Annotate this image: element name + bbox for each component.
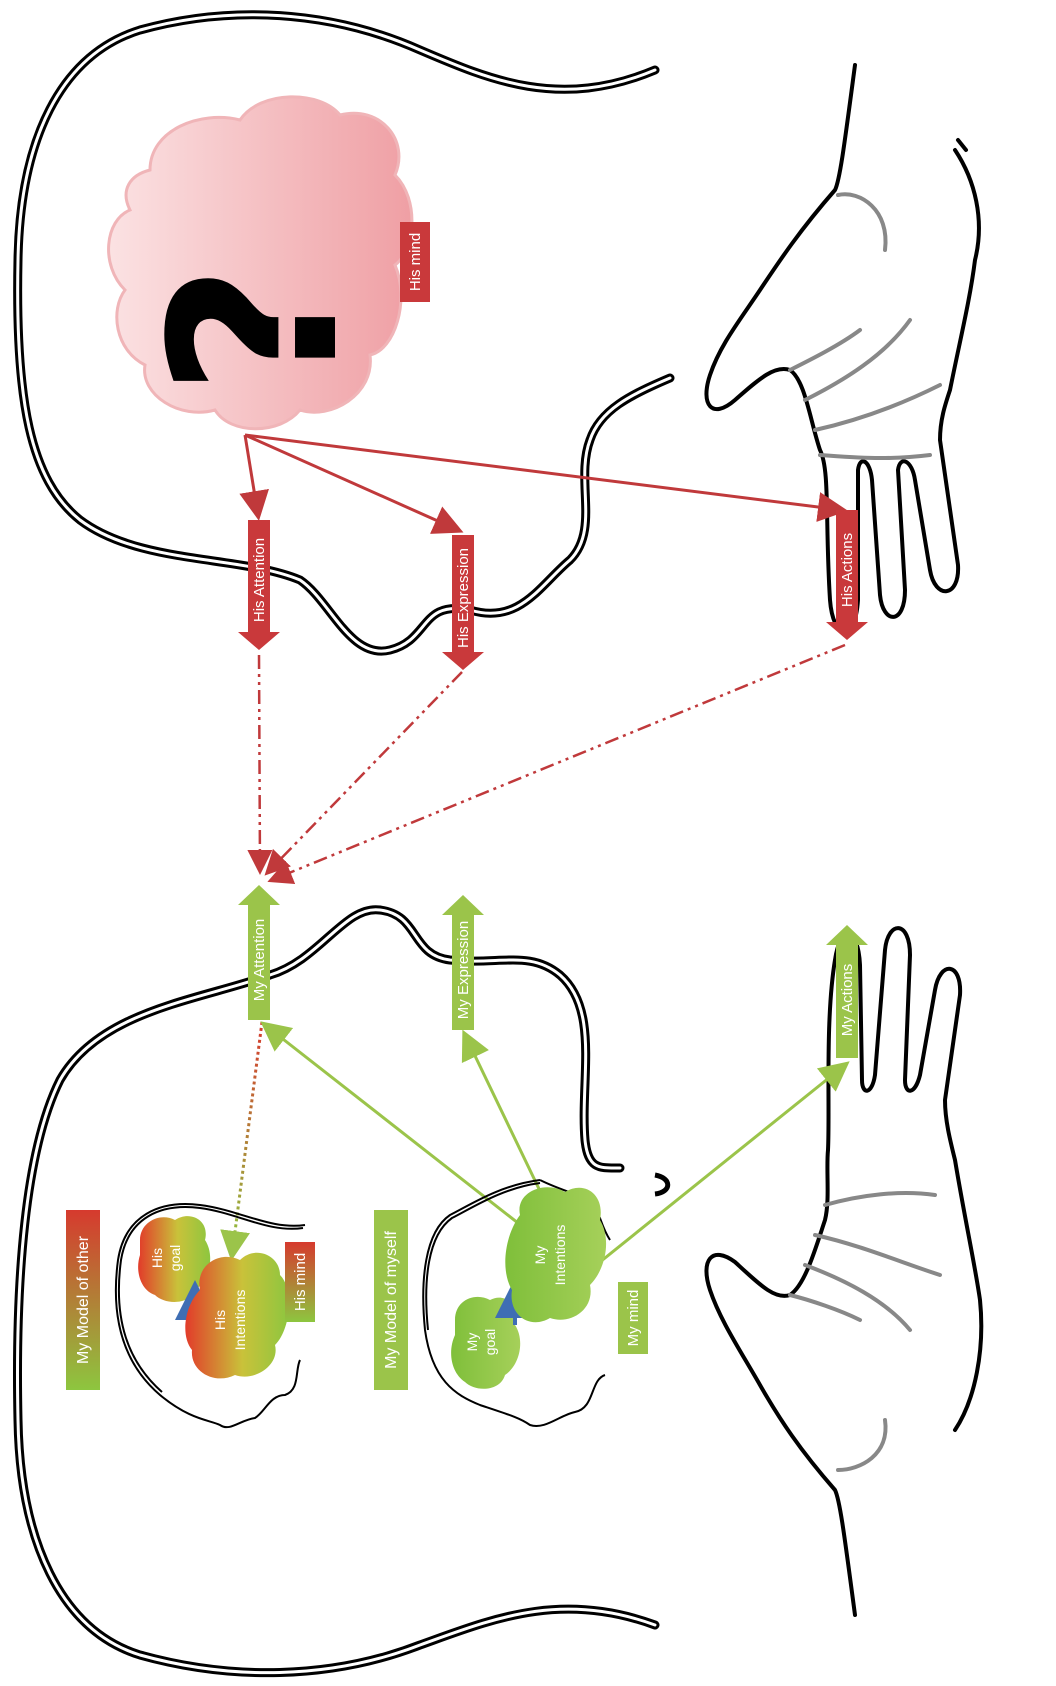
svg-text:Intentions: Intentions [232,1290,248,1351]
svg-text:My Actions: My Actions [839,964,856,1037]
model-of-other-title: My Model of other [66,1210,100,1390]
svg-text:His Expression: His Expression [455,548,472,648]
svg-text:My: My [464,1333,480,1352]
his-mind-arrows [245,435,842,530]
perception-lines [259,645,845,880]
his-goal-cloud: His goal [138,1216,210,1302]
my-intentions-cloud: My Intentions [505,1187,606,1322]
his-mind-cloud: ? [109,97,412,429]
svg-text:My Attention: My Attention [251,919,268,1002]
question-mark-icon: ? [123,263,390,396]
svg-text:His: His [212,1310,228,1330]
svg-text:My Model of other: My Model of other [75,1235,92,1364]
svg-text:His Actions: His Actions [839,533,856,607]
svg-text:My: My [532,1246,548,1265]
model-of-myself-title: My Model of myself [374,1210,408,1390]
svg-text:goal: goal [482,1329,498,1355]
his-expression-arrow: His Expression [442,535,484,670]
svg-text:His Attention: His Attention [251,538,268,622]
svg-text:His mind: His mind [407,233,424,291]
svg-text:His mind: His mind [292,1253,309,1311]
svg-text:goal: goal [167,1245,183,1271]
his-mind-label: His mind [400,222,430,302]
his-attention-arrow: His Attention [238,520,280,650]
svg-text:His: His [149,1248,165,1268]
svg-text:My Expression: My Expression [455,921,472,1019]
self-chin-mark [655,1175,668,1194]
svg-text:My mind: My mind [625,1290,642,1347]
my-mind-label: My mind [618,1282,648,1354]
svg-text:Intentions: Intentions [552,1225,568,1286]
my-attention-arrow: My Attention [238,885,280,1020]
svg-text:My Model of myself: My Model of myself [383,1231,400,1369]
model-his-mind-label: His mind [285,1242,315,1322]
my-goal-cloud: My goal [451,1297,520,1389]
